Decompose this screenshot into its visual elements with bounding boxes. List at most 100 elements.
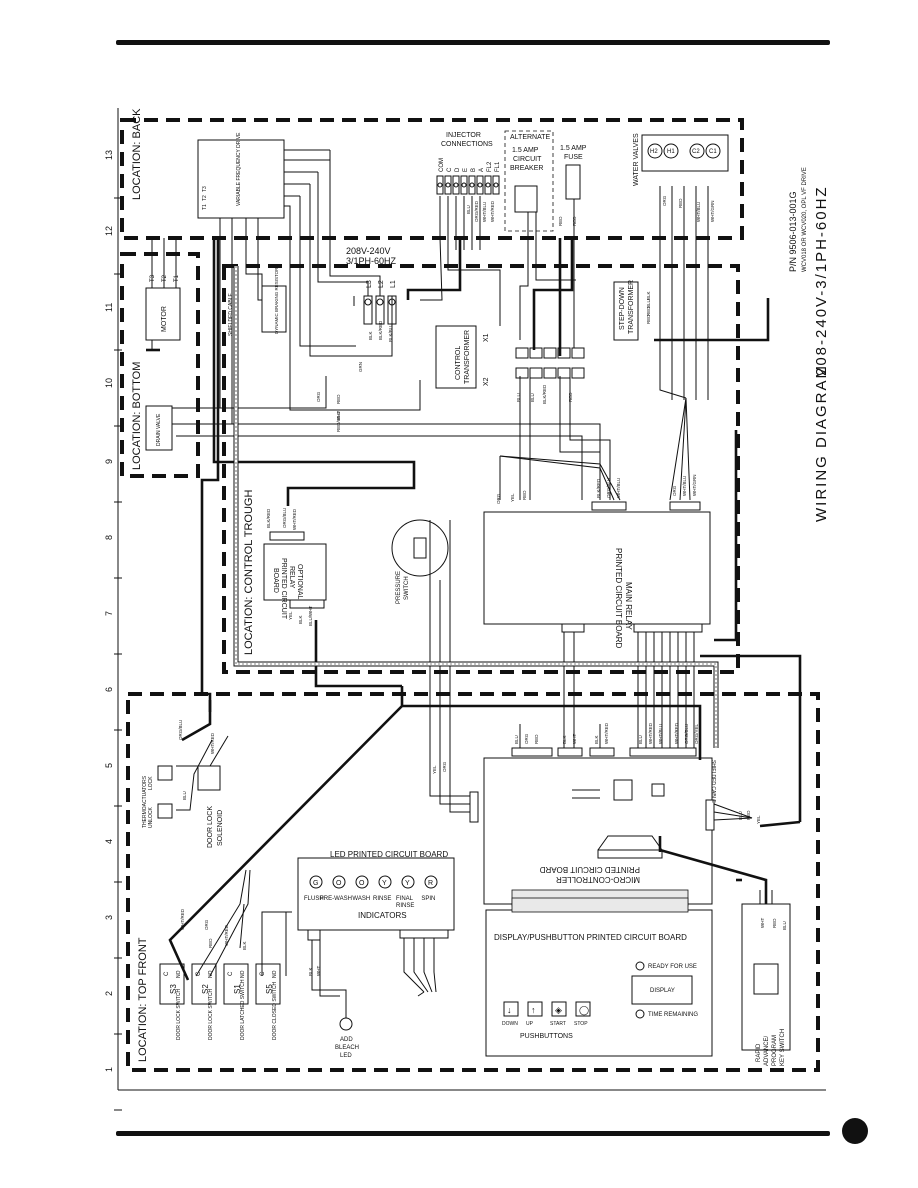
wire-color-label: BLU [646, 299, 651, 308]
indicator-led-letter: O [336, 880, 342, 887]
supply-terminal-label: L1 [390, 280, 397, 288]
injector-screw [453, 182, 459, 188]
svg-text:ALTERNATE: ALTERNATE [510, 134, 551, 141]
svg-text:LED: LED [340, 1053, 352, 1059]
wire-color-label: WHT/RED [210, 732, 215, 754]
supply-screw [364, 298, 372, 306]
svg-text:CONNECTIONS: CONNECTIONS [441, 141, 493, 148]
wire-color-label: WHT/RED [180, 908, 185, 930]
wire-color-label: WHT/BLU [482, 202, 487, 222]
led-board: LED PRINTED CIRCUIT BOARD GFLUSHOPRE-WAS… [297, 850, 455, 941]
page-number-dot [842, 1118, 868, 1144]
wire-color-label: WHT/BLU [696, 202, 701, 222]
supply-terminal-label: L3 [366, 280, 373, 288]
svg-text:LOCK: LOCK [148, 776, 154, 790]
terminal-block [571, 347, 585, 359]
grid-number: 13 [104, 150, 114, 160]
door-lock-solenoid: DOOR LOCK SOLENOID [197, 765, 224, 848]
wire-color-label: RED [534, 734, 539, 744]
pressure-switch: PRESSURE SWITCH [391, 519, 449, 604]
water-valves: H2 H1 C2 C1 WATER VALVES [633, 133, 729, 186]
pushbutton-symbol: ↑ [531, 1005, 536, 1015]
switch-name: DOOR LOCK SWITCH [208, 988, 214, 1040]
svg-text:1.5 AMP: 1.5 AMP [512, 147, 539, 154]
wire-color-label: ORG [316, 391, 321, 402]
wire-color-label: ORG/YEL [694, 723, 699, 744]
add-bleach-led: ADD BLEACH LED [335, 1017, 359, 1059]
zone-top-front [126, 692, 820, 1072]
supply-terminal-label: L2 [378, 280, 385, 288]
terminal-block [529, 347, 543, 359]
svg-text:LED PRINTED CIRCUIT BOARD: LED PRINTED CIRCUIT BOARD [330, 850, 448, 859]
svg-text:C2: C2 [692, 149, 700, 155]
svg-text:BREAKER: BREAKER [510, 165, 543, 172]
svg-text:SHIELDED CABLE: SHIELDED CABLE [228, 293, 234, 336]
wire-color-label: BLK [308, 967, 313, 976]
pushbutton-label: START [550, 1021, 566, 1027]
grid-number: 5 [104, 763, 114, 768]
injector-terminal-label: FL2 [487, 161, 493, 172]
svg-text:PROGRAM: PROGRAM [772, 1035, 778, 1066]
svg-text:X2: X2 [483, 377, 490, 386]
terminal-block [571, 367, 585, 379]
wire-color-label: WHT/BLU [658, 724, 663, 744]
control-transformer: CONTROL TRANSFORMER X1 X2 [435, 325, 490, 389]
switch-body [223, 963, 249, 1005]
wire-color-label: ORG/RED [474, 200, 479, 222]
wire-color-label: BLK/RED [542, 384, 547, 404]
supply-screw [376, 298, 384, 306]
indicator-led-letter: Y [382, 880, 387, 887]
injector-terminal-label: E [463, 168, 469, 172]
indicator-led-letter: O [359, 880, 365, 887]
indicator-led [378, 875, 392, 889]
pushbutton[interactable] [527, 1001, 543, 1017]
pushbutton[interactable] [551, 1001, 567, 1017]
indicator-label: SPIN [421, 896, 435, 902]
pushbutton-label: UP [526, 1021, 534, 1027]
injector-screw [485, 182, 491, 188]
drain-valve: DRAIN VALVE [145, 405, 173, 451]
wire-color-label: ORG/BLU [684, 724, 689, 744]
switch-name: DOOR LATCHED SWITCH [240, 979, 246, 1040]
indicator-led-letter: G [313, 880, 318, 887]
switch-contact-c: C [164, 971, 170, 976]
location-control-trough-label: LOCATION: CONTROL TROUGH [243, 490, 255, 655]
injector-screw [477, 182, 483, 188]
svg-text:CIRCUIT: CIRCUIT [513, 156, 542, 163]
switch-contact-no: NO [176, 970, 182, 978]
location-bottom-label: LOCATION: BOTTOM [131, 362, 143, 470]
pushbutton-symbol: ↓ [507, 1005, 512, 1015]
svg-text:PRINTED CIRCUIT: PRINTED CIRCUIT [280, 558, 287, 620]
part-number: P/N 9506-013-001G [788, 191, 798, 272]
grid-number: 6 [104, 687, 114, 692]
grid-number: 10 [104, 378, 114, 388]
wire-color-label: WHT/RED [292, 508, 297, 530]
motor-terminal-label: T3 [150, 274, 156, 282]
injector-terminal-label: D [455, 167, 461, 172]
diagram-title: WIRING DIAGRAM [813, 364, 830, 522]
svg-text:MAIN RELAY: MAIN RELAY [624, 582, 633, 631]
terminal-block [529, 367, 543, 379]
svg-text:OPTIONAL: OPTIONAL [296, 564, 303, 600]
wire-color-label: ORG [204, 919, 209, 930]
pushbutton-label: DOWN [502, 1021, 518, 1027]
wire-color-label: BLK [594, 735, 599, 744]
wire-color-label: BLU [182, 791, 187, 800]
grid-number: 11 [104, 303, 114, 312]
svg-text:THERMOACTUATORS: THERMOACTUATORS [142, 775, 148, 828]
svg-text:DISPLAY/PUSHBUTTON PRINTED CIR: DISPLAY/PUSHBUTTON PRINTED CIRCUIT BOARD [494, 933, 687, 942]
svg-text:ADVANCE/: ADVANCE/ [764, 1035, 770, 1066]
pushbutton-label: STOP [574, 1021, 588, 1027]
pushbutton[interactable] [575, 1001, 591, 1017]
wire-color-label: WHT/RED [604, 722, 609, 744]
pushbutton[interactable] [503, 1001, 519, 1017]
terminal-block [543, 367, 557, 379]
svg-text:BOARD: BOARD [272, 568, 279, 593]
svg-text:STEP-DOWN: STEP-DOWN [619, 287, 626, 330]
svg-text:208V-240V: 208V-240V [346, 246, 391, 256]
injector-terminal-label: A [479, 168, 485, 172]
wire-color-label: RED [558, 216, 563, 226]
wire-color-label: YEL [288, 611, 293, 620]
